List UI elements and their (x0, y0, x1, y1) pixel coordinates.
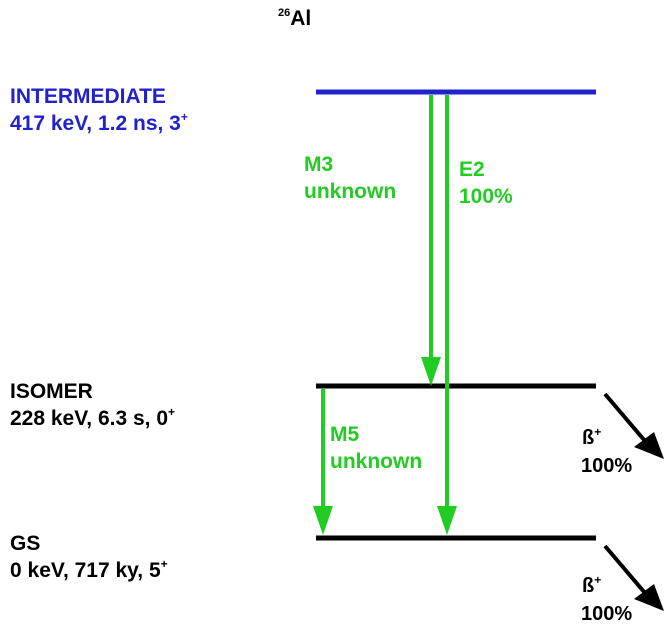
arrow-beta-isomer (603, 392, 664, 459)
level-info-isomer: 228 keV, 6.3 s, 0+ (10, 405, 176, 430)
level-label-intermediate: INTERMEDIATE (10, 85, 166, 108)
beta-decay-gs-branching: 100% (581, 603, 633, 625)
level-info-intermediate-text: 417 keV, 1.2 ns, 3 (10, 112, 181, 135)
level-label-gs: GS (10, 532, 41, 555)
transition-m3-type: M3 (304, 153, 334, 176)
level-info-gs-text: 0 keV, 717 ky, 5 (10, 559, 161, 582)
beta-charge-isomer: + (594, 425, 602, 439)
beta-decay-isomer-branching: 100% (581, 455, 633, 477)
level-parity-gs: + (160, 557, 168, 571)
beta-symbol-gs: ß (582, 575, 595, 597)
element-symbol: Al (290, 7, 312, 30)
arrow-e2 (437, 95, 457, 535)
transition-m3-branching: unknown (304, 180, 397, 203)
mass-number: 26 (278, 7, 291, 19)
transition-m5-branching: unknown (330, 450, 423, 473)
beta-charge-gs: + (594, 573, 602, 587)
arrow-beta-gs (603, 544, 664, 611)
diagram-title: 26Al (278, 7, 312, 30)
level-info-gs: 0 keV, 717 ky, 5+ (10, 557, 168, 582)
level-parity-intermediate: + (180, 110, 188, 124)
level-info-isomer-text: 228 keV, 6.3 s, 0 (10, 407, 169, 430)
beta-symbol-isomer: ß (582, 427, 595, 449)
level-parity-isomer: + (168, 405, 176, 419)
beta-decay-gs-label: ß+ (582, 573, 602, 597)
beta-decay-isomer-label: ß+ (582, 425, 602, 449)
transition-e2-branching: 100% (459, 185, 513, 208)
transition-e2-type: E2 (459, 158, 485, 181)
arrow-m5 (313, 389, 333, 535)
transition-m5-type: M5 (330, 423, 360, 446)
arrow-m3 (421, 95, 441, 386)
level-info-intermediate: 417 keV, 1.2 ns, 3+ (10, 110, 188, 135)
level-label-isomer: ISOMER (10, 380, 93, 403)
